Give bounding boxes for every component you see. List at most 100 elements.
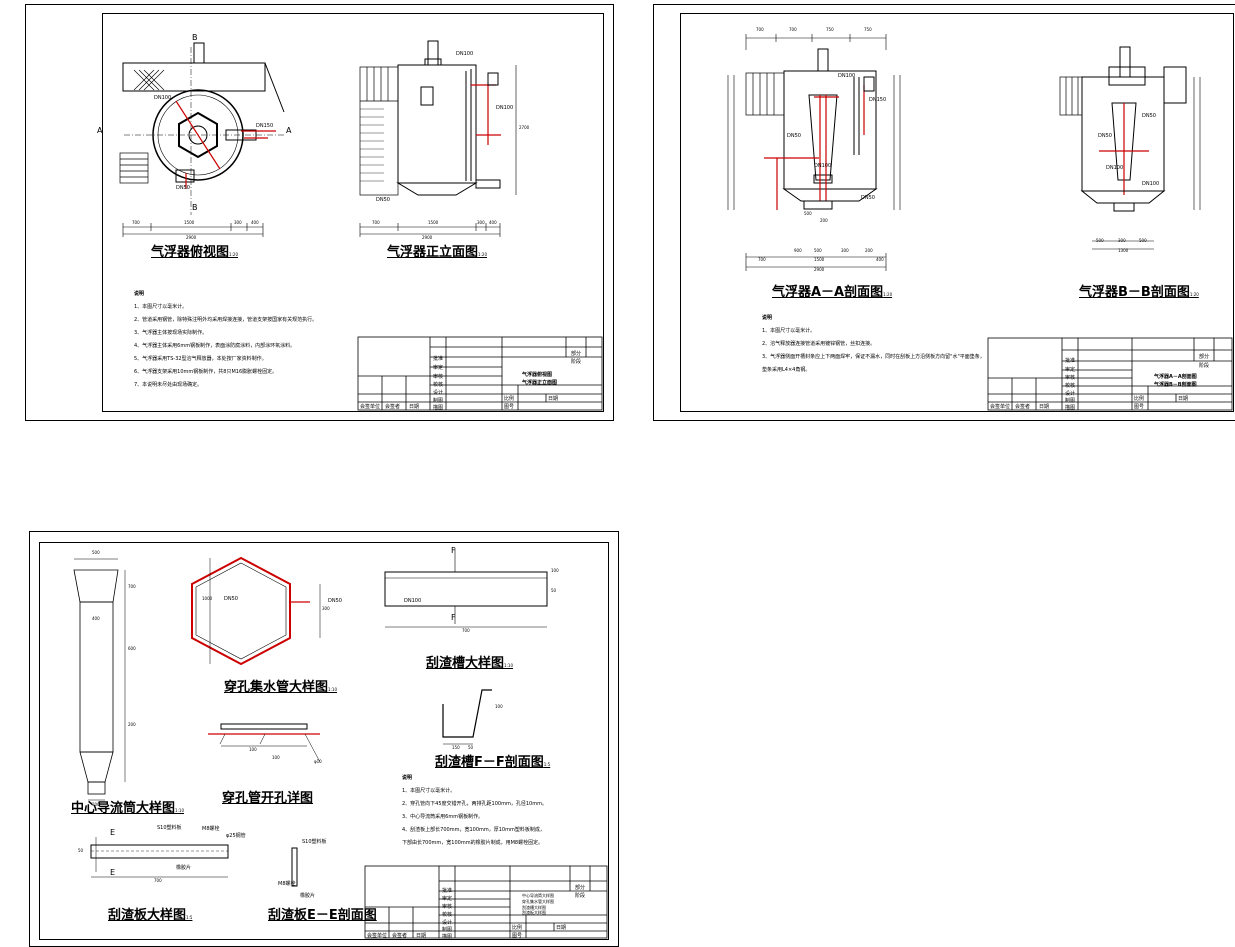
note-line: 2、溶气释放器连接管道采用镀锌钢管，丝扣连接。 <box>762 341 876 347</box>
trough-dim: 700 <box>462 628 470 633</box>
tb-row: 审定 <box>442 896 453 902</box>
scraper-plate <box>90 844 229 859</box>
pipe-dn-label: DN50 <box>328 598 342 604</box>
tb-part: 部分 <box>1199 354 1210 360</box>
tb-drawing-name: 刮渣槽大样图 <box>522 905 546 910</box>
trough-section-dim: 100 <box>495 704 503 709</box>
hexagon-perforated-pipe <box>191 556 291 666</box>
tb-row: 审定 <box>1065 367 1076 373</box>
details-drawing <box>73 548 608 939</box>
tb-row: 设计 <box>433 390 444 396</box>
guide-dim: 400 <box>92 616 100 621</box>
aa-dim-bottom: 500 <box>804 211 812 216</box>
sheet-plan-elevation: A A B B DN100 DN150 DN50 DN100 DN100 DN5… <box>25 4 614 421</box>
plan-dim: 400 <box>251 220 259 225</box>
sections-drawing <box>727 34 1233 411</box>
trough <box>384 571 548 607</box>
note-line: 下部由长700mm，宽100mm的橡胶片制成，用M8螺栓固定。 <box>402 840 544 846</box>
tb-drawing-name: 气浮器A－A剖面图 <box>1154 374 1197 380</box>
scraper-label: M8螺栓 <box>202 826 220 832</box>
front-dim: 400 <box>489 220 497 225</box>
note-line: 2、管道采用钢管，除特殊注明外均采用焊接连接，管道支架按国家有关规范执行。 <box>134 317 318 323</box>
section-mark-b-bottom: B <box>192 203 198 212</box>
tb-scale: 比例 <box>504 396 515 402</box>
aa-dim-bottom: 700 <box>758 257 766 262</box>
tb-sign: 日期 <box>1039 404 1050 410</box>
bb-section-title: 气浮器B－B剖面图1:20 <box>1079 285 1199 300</box>
guide-dim: 200 <box>128 722 136 727</box>
holes-title: 穿孔管开孔详图 <box>222 791 314 806</box>
aa-pipe-label: DN50 <box>787 133 801 139</box>
bb-tank <box>1081 76 1165 192</box>
tb-stage: 阶段 <box>571 359 582 365</box>
aa-dim-bottom: 200 <box>865 248 873 253</box>
tb-row: 校核 <box>1065 383 1076 389</box>
tb-sign: 会签单位 <box>367 933 388 939</box>
guide-dim: 600 <box>128 646 136 651</box>
tb-row: 校核 <box>442 912 453 918</box>
tb-drawing-name: 中心导流筒大样图 <box>522 893 554 898</box>
aa-section-title: 气浮器A－A剖面图1:20 <box>772 285 893 300</box>
pipe-dim: 300 <box>322 606 330 611</box>
sheet-frame <box>39 542 609 940</box>
trough-title: 刮渣槽大样图1:10 <box>426 656 513 671</box>
aa-dim-bottom: 300 <box>841 248 849 253</box>
aa-dim-total: 2900 <box>814 267 825 272</box>
tb-row: 批准 <box>1065 358 1076 364</box>
tb-sign: 会签者 <box>392 933 408 939</box>
plan-dim: 700 <box>132 220 140 225</box>
notes: 说明 1、本图尺寸以毫米计。 2、穿孔管向下45度交错开孔，两排孔距100mm，… <box>402 772 547 850</box>
notes: 说明 1、本图尺寸以毫米计。 2、溶气释放器连接管道采用镀锌钢管，丝扣连接。 3… <box>762 312 985 377</box>
note-line: 1、本图尺寸以毫米计。 <box>134 304 188 310</box>
plan-outline <box>122 62 266 92</box>
aa-dim-bottom: 200 <box>820 218 828 223</box>
bb-pipe-label: DN100 <box>1106 165 1124 171</box>
tb-row: 审核 <box>442 904 453 910</box>
trough-section <box>442 689 492 738</box>
scraper-dim: 700 <box>154 878 162 883</box>
bb-pipe-label: DN50 <box>1142 113 1156 119</box>
note-line: 3、中心导流筒采用6mm钢板制作。 <box>402 814 484 820</box>
pipe-label: DN100 <box>154 95 172 101</box>
trough-dn-label: DN100 <box>404 598 422 604</box>
section-mark-e: E <box>110 868 116 877</box>
tb-row: 批准 <box>442 888 453 894</box>
bb-pipe-label: DN100 <box>1142 181 1160 187</box>
scraper-label: 橡胶片 <box>176 865 192 871</box>
note-line: 1、本图尺寸以毫米计。 <box>762 328 816 334</box>
front-elevation-title: 气浮器正立面图1:20 <box>387 245 487 260</box>
aa-pipe-label: DN100 <box>838 73 856 79</box>
guide-dim: 500 <box>92 550 100 555</box>
aa-dim-bottom: 400 <box>876 257 884 262</box>
sheet-details: 500 700 400 600 200 300 1000 300 DN50 10… <box>29 531 619 947</box>
tb-drawing-name: 气浮器正立面图 <box>522 380 558 386</box>
pipe-dim: 1000 <box>202 596 213 601</box>
note-line: 4、气浮器主体采用6mm钢板制作，表面涂防腐涂料，内部涂环氧涂料。 <box>134 343 296 349</box>
section-mark-a-left: A <box>97 126 103 135</box>
tb-row: 制图 <box>1065 398 1076 404</box>
plan-view-drawing <box>119 40 603 411</box>
aa-dim-top: 700 <box>756 27 764 32</box>
section-mark-b-top: B <box>192 33 198 42</box>
guide-title: 中心导流筒大样图1:10 <box>71 801 184 816</box>
tb-number: 图号 <box>504 404 515 410</box>
tb-row: 制图 <box>442 927 453 933</box>
section-mark-e: E <box>110 828 116 837</box>
pipe-label: DN150 <box>256 123 274 129</box>
scraper-section <box>291 847 298 887</box>
tb-row: 描图 <box>442 934 453 940</box>
tb-sign: 会签单位 <box>990 404 1011 410</box>
notes: 说明 1、本图尺寸以毫米计。 2、管道采用钢管，除特殊注明外均采用焊接连接，管道… <box>134 288 317 392</box>
aa-dim-bottom: 500 <box>814 248 822 253</box>
trough-dim: 100 <box>551 568 559 573</box>
trough-section-title: 刮渣槽F－F剖面图1:5 <box>435 755 551 770</box>
tb-sign: 日期 <box>409 404 420 410</box>
elevation-stair <box>359 66 399 196</box>
bb-dim: 300 <box>1118 238 1126 243</box>
note-line: 3、气浮器主体按现场实际制作。 <box>134 330 208 336</box>
scraper-section-label: M8螺栓 <box>278 881 296 887</box>
tb-row: 设计 <box>1065 391 1076 397</box>
trough-dim: 50 <box>551 588 557 593</box>
tb-sign: 会签单位 <box>360 404 381 410</box>
pipe-label: DN100 <box>496 105 514 111</box>
